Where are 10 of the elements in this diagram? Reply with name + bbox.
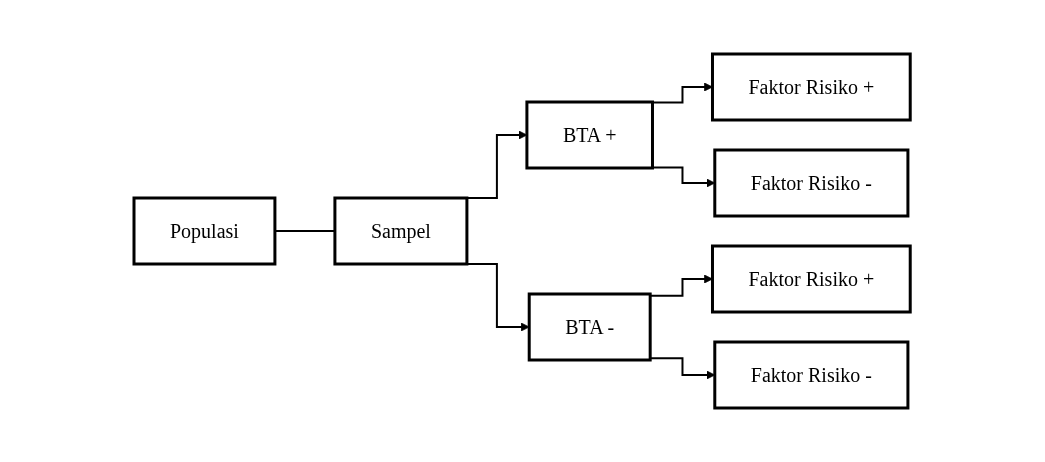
node-box: Faktor Risiko +: [711, 244, 913, 314]
node-box: BTA +: [525, 100, 655, 170]
node-box: Sampel: [333, 196, 469, 266]
node-box: Populasi: [132, 196, 277, 266]
arrow: [651, 166, 716, 188]
arrow: [649, 357, 716, 380]
node-box: Faktor Risiko +: [711, 52, 913, 122]
node-box: BTA -: [528, 292, 653, 362]
node-box: Faktor Risiko -: [713, 148, 910, 218]
node-box: Faktor Risiko -: [713, 340, 910, 410]
